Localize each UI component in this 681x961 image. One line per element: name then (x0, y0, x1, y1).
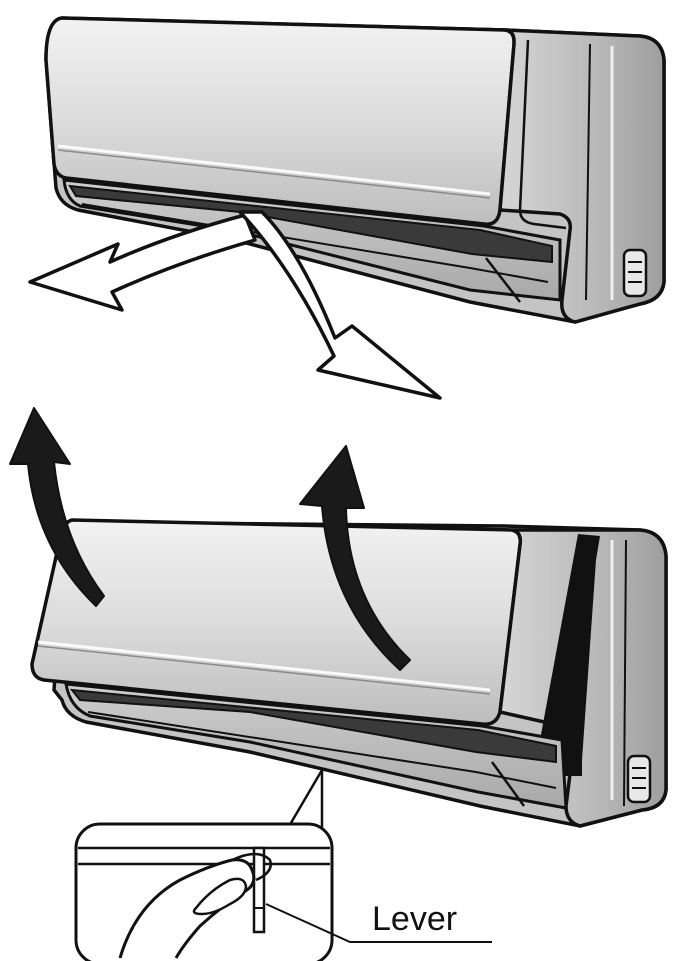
lever (254, 848, 264, 932)
lever-callout: Lever (76, 770, 492, 961)
lever-label: Lever (372, 900, 457, 938)
top-unit-side-grille (624, 250, 646, 296)
bottom-unit-side-grille (628, 756, 650, 802)
airflow-arrow-left (30, 215, 255, 310)
